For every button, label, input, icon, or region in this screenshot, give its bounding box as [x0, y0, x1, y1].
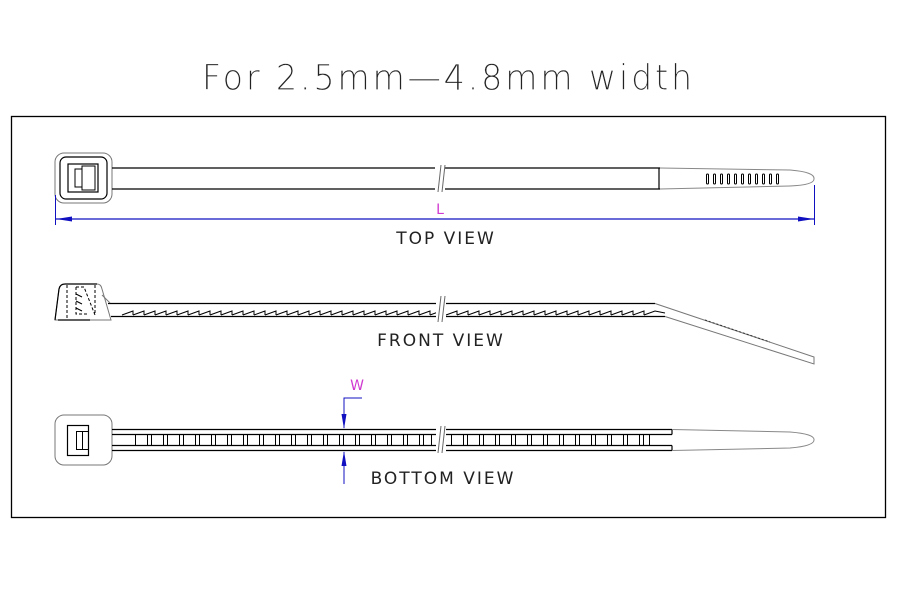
drawing-frame: [10, 115, 887, 519]
bottom-view-rungs: [135, 434, 650, 446]
top-view-head-inner: [59, 156, 108, 200]
top-view: L TOP VIEW: [54, 152, 815, 249]
top-view-head-pawl: [74, 165, 96, 191]
top-view-head-slot: [67, 163, 99, 193]
front-view-label: FRONT VIEW: [377, 331, 505, 351]
width-label: W: [350, 378, 364, 394]
front-view: FRONT VIEW: [54, 283, 815, 365]
length-label: L: [436, 202, 444, 218]
width-dimension: [341, 397, 362, 484]
front-view-teeth: [121, 310, 666, 316]
bottom-view: W BOTTOM VIEW: [54, 378, 815, 489]
top-view-tail: [659, 167, 815, 190]
drawing-title: For 2.5mm—4.8mm width: [201, 57, 696, 98]
top-view-label: TOP VIEW: [395, 229, 496, 249]
bottom-view-tail: [671, 429, 815, 451]
break-mark: [437, 164, 442, 193]
bottom-view-head: [54, 414, 113, 466]
front-view-head: [54, 283, 112, 321]
bottom-view-label: BOTTOM VIEW: [371, 469, 516, 489]
tail-grip-slots: [706, 173, 779, 185]
front-view-tail: [654, 303, 815, 365]
length-dimension: [55, 185, 815, 225]
